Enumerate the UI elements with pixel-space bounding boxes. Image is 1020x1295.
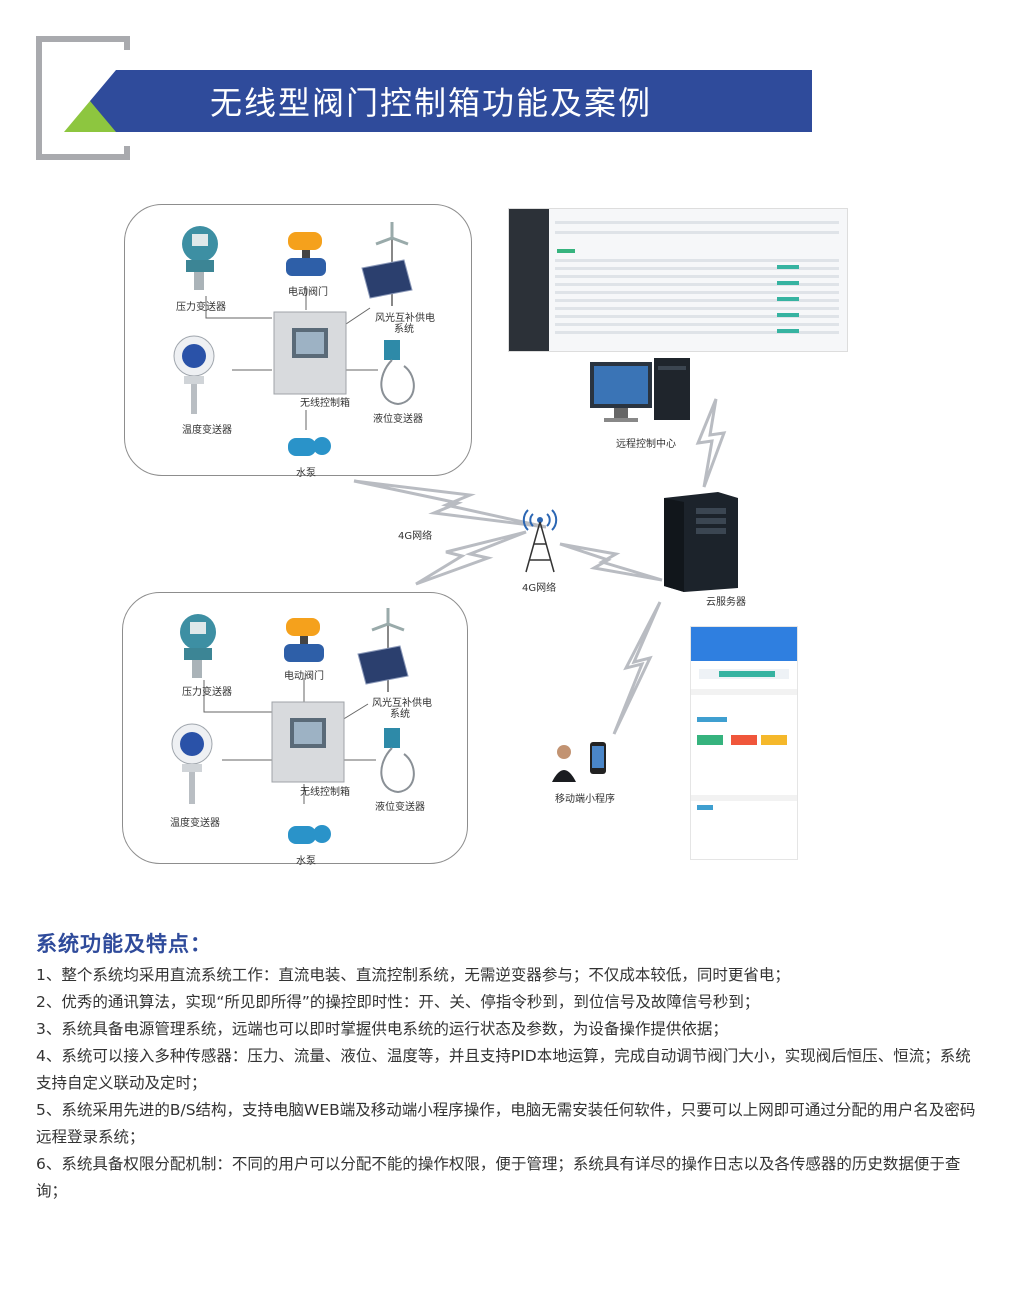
label-water-pump: 水泵 — [296, 856, 316, 867]
level-transmitter-icon — [380, 340, 415, 406]
label-electric-valve: 电动阀门 — [288, 287, 328, 298]
temperature-transmitter-icon — [173, 335, 215, 414]
web-sidebar — [509, 209, 549, 351]
wireless-controller-box-icon — [271, 701, 345, 783]
feature-item-2: 2、优秀的通讯算法，实现“所见即所得”的操控即时性：开、关、停指令秒到，到位信号… — [36, 993, 760, 1011]
wireless-link-remote-icon — [695, 398, 727, 488]
wireless-link-panel2-icon — [415, 530, 527, 586]
header-bracket-decoration — [36, 36, 130, 160]
electric-valve-icon — [286, 232, 326, 276]
page-title: 无线型阀门控制箱功能及案例 — [210, 84, 653, 122]
pressure-transmitter-icon — [182, 226, 218, 290]
label-level-transmitter: 液位变送器 — [375, 802, 425, 813]
label-cloud-server: 云服务器 — [706, 597, 746, 608]
wireless-link-panel1-icon — [353, 479, 547, 529]
wireless-link-server-icon — [559, 542, 663, 582]
wind-solar-icon — [361, 222, 413, 306]
features-title: 系统功能及特点： — [36, 932, 212, 956]
header-banner — [64, 70, 812, 132]
label-temperature-transmitter: 温度变送器 — [170, 818, 220, 829]
label-temperature-transmitter: 温度变送器 — [182, 425, 232, 436]
wireless-controller-box-icon — [273, 311, 347, 395]
label-water-pump: 水泵 — [296, 468, 316, 479]
temperature-transmitter-icon — [171, 723, 213, 804]
header-white-triangle — [64, 70, 116, 132]
feature-item-3: 3、系统具备电源管理系统，远端也可以即时掌握供电系统的运行状态及参数，为设备操作… — [36, 1020, 728, 1038]
label-wind-solar-line2: 系统 — [390, 709, 410, 720]
label-wireless-controller: 无线控制箱 — [300, 787, 350, 798]
label-remote-control-center: 远程控制中心 — [616, 439, 676, 450]
web-platform-screenshot — [508, 208, 848, 352]
level-transmitter-icon — [380, 728, 415, 794]
water-pump-icon — [288, 825, 331, 844]
electric-valve-icon — [284, 618, 324, 662]
label-4g-network-left: 4G网络 — [398, 531, 433, 542]
label-pressure-transmitter: 压力变送器 — [176, 302, 226, 313]
label-4g-network-tower: 4G网络 — [522, 583, 557, 594]
wind-solar-icon — [357, 608, 409, 692]
pressure-transmitter-icon — [180, 614, 216, 678]
label-level-transmitter: 液位变送器 — [373, 414, 423, 425]
label-mobile-app: 移动端小程序 — [555, 794, 615, 805]
computer-icon — [590, 358, 690, 422]
label-pressure-transmitter: 压力变送器 — [182, 687, 232, 698]
label-wind-solar-line1: 风光互补供电 — [372, 698, 432, 709]
panel1-wiring — [205, 286, 378, 430]
cloud-server-icon — [664, 492, 738, 592]
mobile-app-screenshot — [690, 626, 798, 860]
wireless-link-mobile-icon — [612, 601, 662, 735]
label-wireless-controller: 无线控制箱 — [300, 398, 350, 409]
cell-tower-icon — [522, 509, 558, 573]
label-wind-solar-line1: 风光互补供电 — [375, 313, 435, 324]
feature-item-5: 5、系统采用先进的B/S结构，支持电脑WEB端及移动端小程序操作，电脑无需安装任… — [36, 1101, 976, 1146]
mobile-user-icon — [552, 742, 606, 782]
panel2-wiring — [203, 678, 376, 804]
feature-item-4: 4、系统可以接入多种传感器：压力、流量、液位、温度等，并且支持PID本地运算，完… — [36, 1047, 971, 1092]
feature-item-1: 1、整个系统均采用直流系统工作：直流电装、直流控制系统，无需逆变器参与；不仅成本… — [36, 966, 790, 984]
label-wind-solar-line2: 系统 — [394, 324, 414, 335]
water-pump-icon — [288, 437, 331, 456]
feature-item-6: 6、系统具备权限分配机制：不同的用户可以分配不能的操作权限，便于管理；系统具有详… — [36, 1155, 961, 1200]
label-electric-valve: 电动阀门 — [284, 671, 324, 682]
